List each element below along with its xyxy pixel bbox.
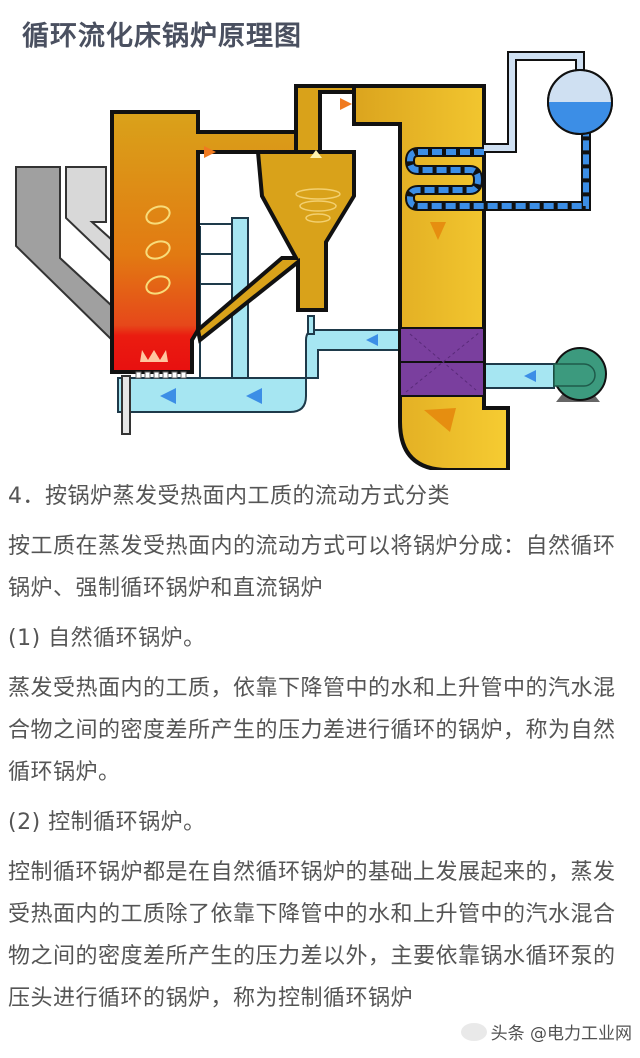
intro-paragraph: 按工质在蒸发受热面内的流动方式可以将锅炉分成：自然循环锅炉、强制循环锅炉和直流锅… [8,534,616,601]
ash-drain-pipe [121,375,131,435]
superheater-coil [404,96,591,211]
flame-icon [140,350,168,362]
cfb-boiler-schematic [15,51,613,470]
air-preheater [399,327,485,397]
article-body: 4．按锅炉蒸发受热面内工质的流动方式分类 按工质在蒸发受热面内的流动方式可以将锅… [8,476,636,1028]
cyclone-separator [195,84,412,344]
blower-fan [553,347,607,402]
watermark: 头条 @电力工业网 [460,1019,632,1044]
air-flow-arrows [160,334,536,404]
item-2-text: 控制循环锅炉都是在自然循环锅炉的基础上发展起来的，蒸发受热面内的工质除了依靠下降… [8,860,616,1011]
chat-bubble-icon [460,1022,487,1041]
item-1-label: (1) 自然循环锅炉。 [8,626,206,651]
item-1-text: 蒸发受热面内的工质，依靠下降管中的水和上升管中的汽水混合物之间的密度差所产生的压… [8,676,616,785]
flow-arrow-icon [204,146,216,158]
figure-title: 循环流化床锅炉原理图 [22,21,302,52]
vortex-icon [295,188,341,223]
air-distributor-grate [135,371,187,379]
furnace [110,110,298,379]
down-arrow-icon [424,408,456,432]
watermark-text: 头条 @电力工业网 [490,1024,632,1044]
steam-drum [547,69,613,135]
item-2-label: (2) 控制循环锅炉。 [8,810,206,835]
up-arrow-icon [310,150,322,158]
boiler-diagram: 循环流化床锅炉原理图 [0,0,640,470]
swirl-icon [145,205,171,295]
flow-arrow-icon [340,98,352,110]
down-arrow-icon [430,222,446,240]
section-heading: 4．按锅炉蒸发受热面内工质的流动方式分类 [8,484,450,509]
limestone-hopper [65,166,113,265]
